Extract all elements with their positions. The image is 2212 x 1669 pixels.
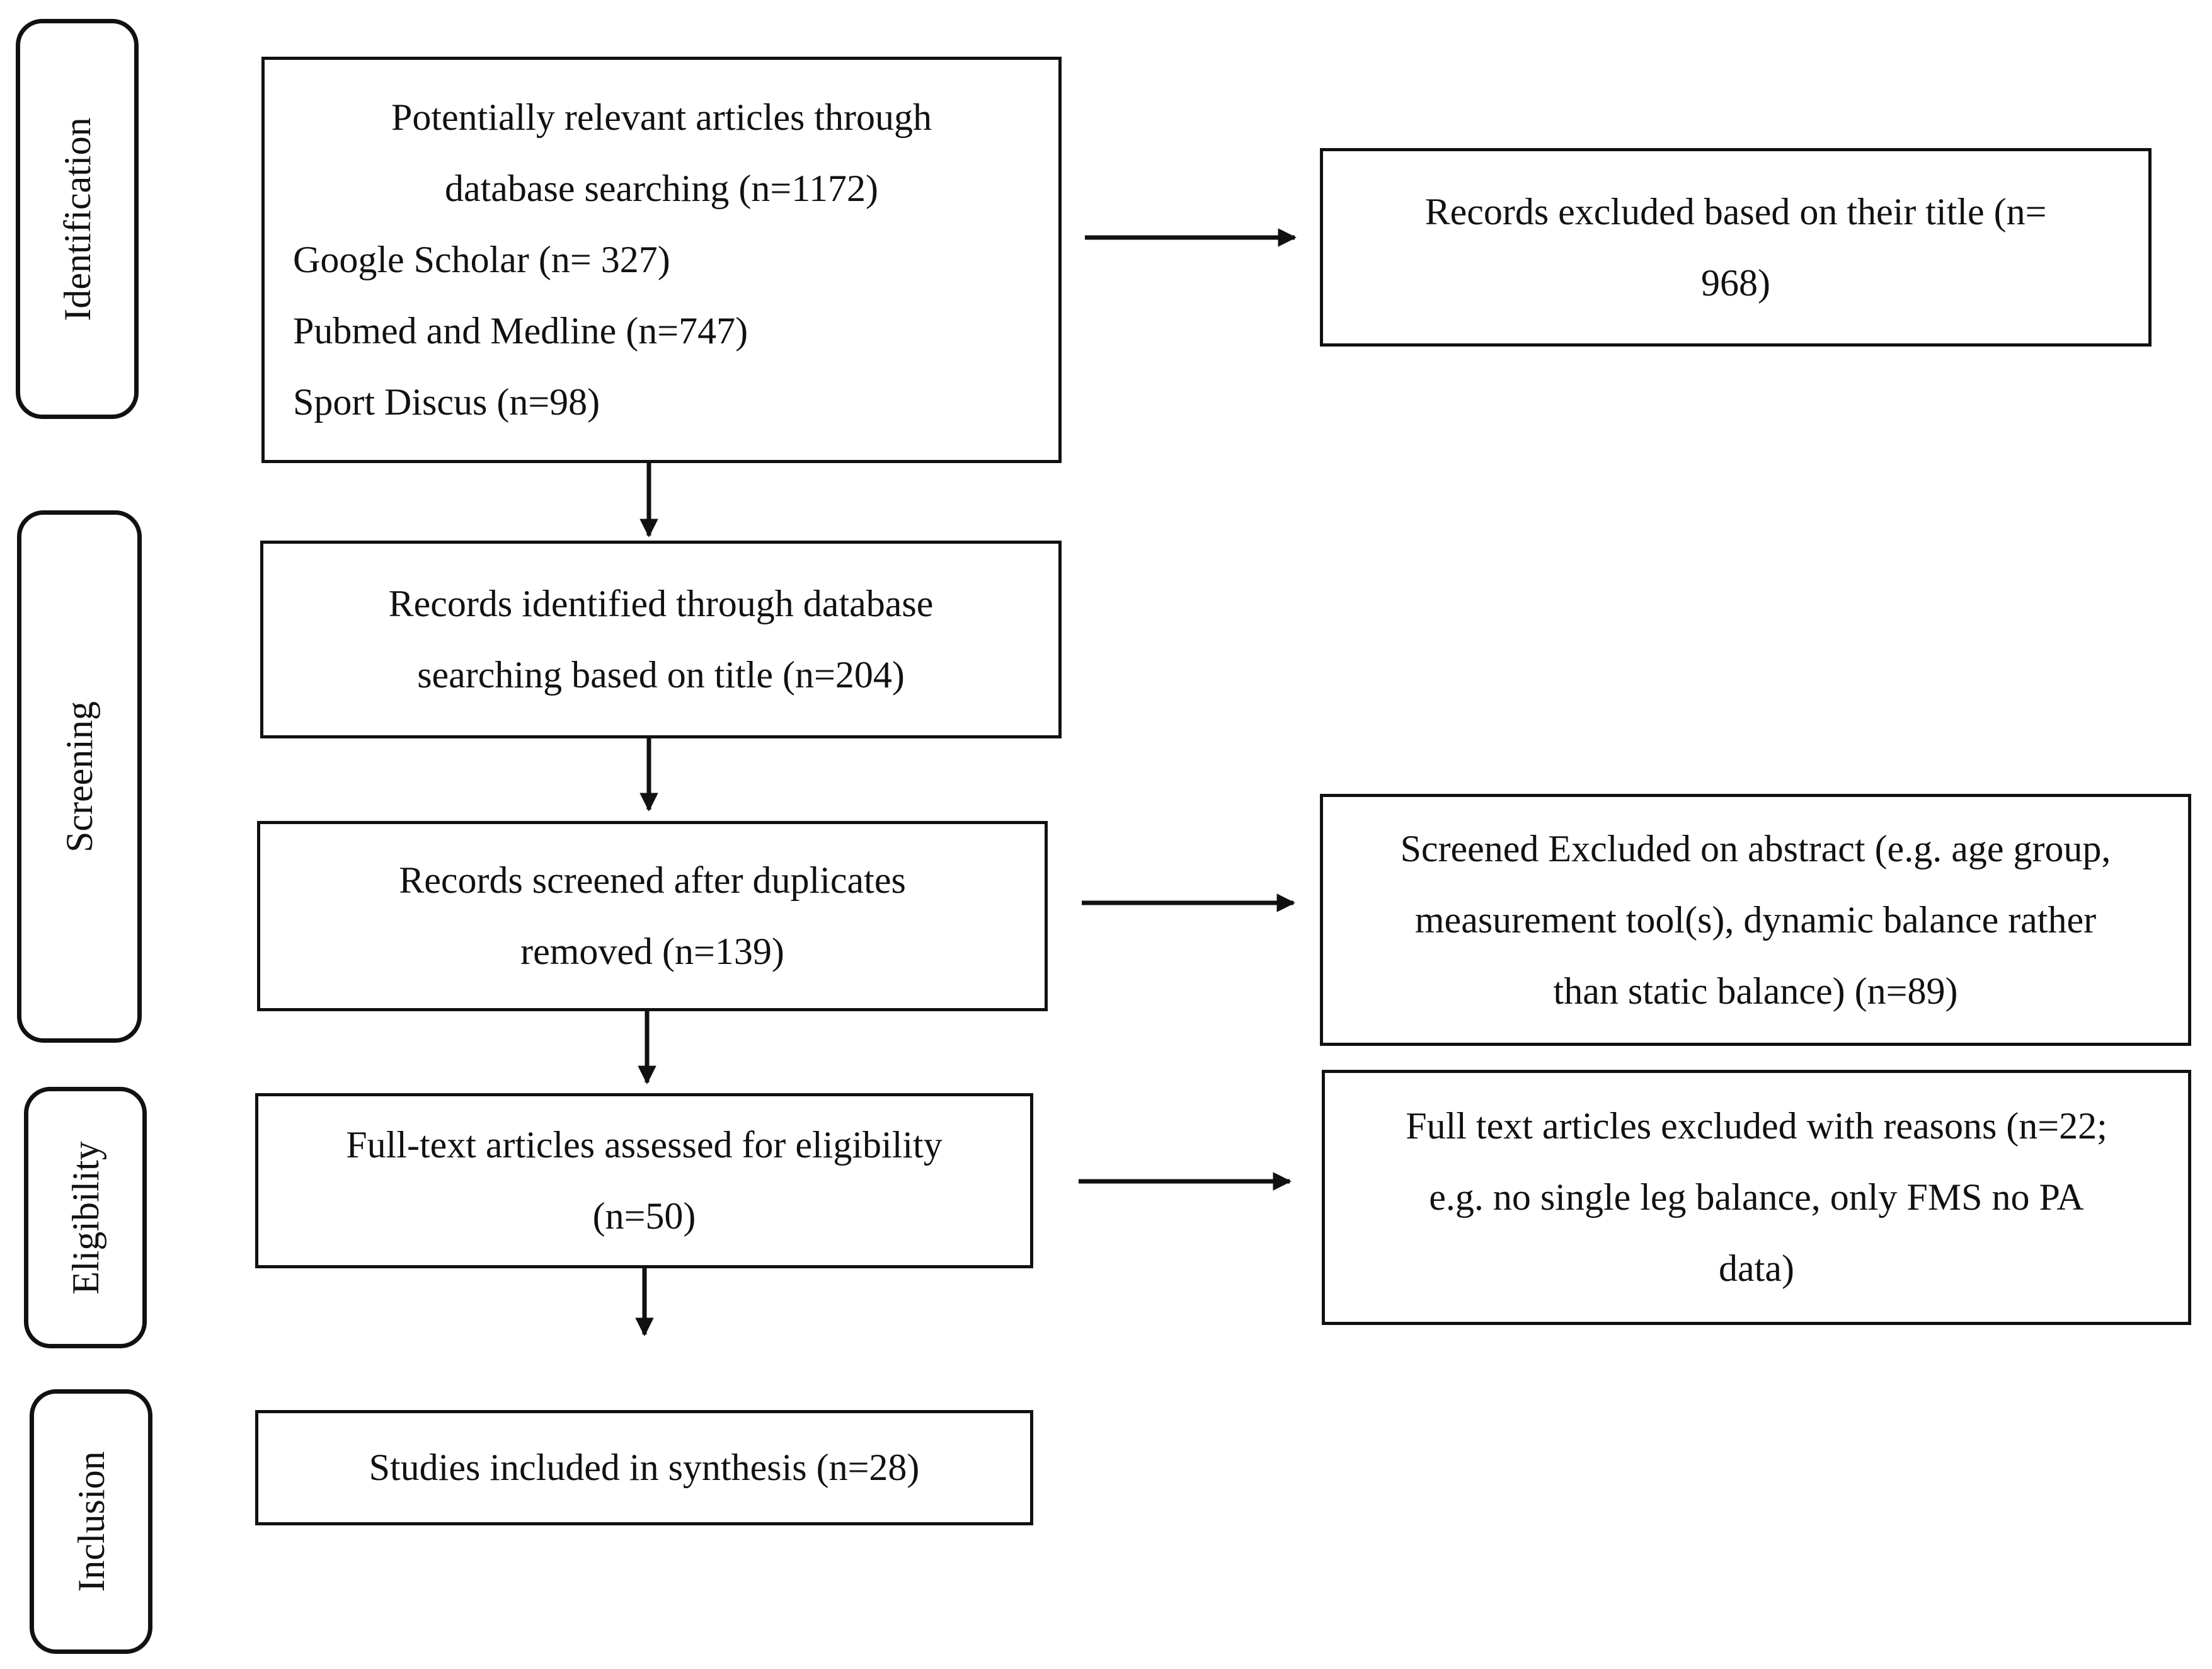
- box-identified-by-title-line-2: searching based on title (n=204): [417, 654, 905, 696]
- box-included-synthesis: Studies included in synthesis (n=28): [255, 1410, 1033, 1525]
- box-excluded-abstract-line-3: than static balance) (n=89): [1553, 970, 1958, 1012]
- box-fulltext-assessed-line-1: Full-text articles assessed for eligibil…: [346, 1124, 943, 1166]
- box-database-search-line-2: database searching (n=1172): [444, 168, 878, 209]
- box-fulltext-excluded: Full text articles excluded with reasons…: [1322, 1070, 2191, 1325]
- box-screened-after-duplicates-line-2: removed (n=139): [520, 931, 784, 972]
- box-database-search: Potentially relevant articles through da…: [261, 57, 1062, 463]
- box-fulltext-excluded-line-2: e.g. no single leg balance, only FMS no …: [1429, 1176, 2084, 1218]
- box-fulltext-excluded-line-1: Full text articles excluded with reasons…: [1406, 1105, 2107, 1147]
- box-identified-by-title-line-1: Records identified through database: [388, 583, 934, 624]
- box-database-search-pubmed-medline: Pubmed and Medline (n=747): [293, 310, 748, 352]
- box-excluded-title: Records excluded based on their title (n…: [1320, 148, 2152, 347]
- box-screened-after-duplicates-line-1: Records screened after duplicates: [399, 859, 906, 901]
- box-excluded-abstract-line-1: Screened Excluded on abstract (e.g. age …: [1400, 827, 2111, 869]
- box-database-search-google-scholar: Google Scholar (n= 327): [293, 239, 670, 280]
- box-excluded-title-line-1: Records excluded based on their title (n…: [1424, 190, 2047, 232]
- box-fulltext-assessed-line-2: (n=50): [592, 1195, 696, 1237]
- stage-eligibility: Eligibility: [24, 1087, 147, 1348]
- box-fulltext-assessed: Full-text articles assessed for eligibil…: [255, 1093, 1033, 1268]
- box-excluded-title-line-2: 968): [1701, 261, 1770, 304]
- stage-inclusion: Inclusion: [30, 1389, 152, 1654]
- box-identified-by-title: Records identified through database sear…: [260, 541, 1062, 738]
- stage-screening: Screening: [17, 510, 142, 1043]
- box-excluded-abstract: Screened Excluded on abstract (e.g. age …: [1320, 794, 2191, 1046]
- box-database-search-line-1: Potentially relevant articles through: [391, 96, 932, 138]
- box-included-synthesis-line-1: Studies included in synthesis (n=28): [369, 1447, 920, 1488]
- box-fulltext-excluded-line-3: data): [1719, 1247, 1794, 1289]
- box-excluded-abstract-line-2: measurement tool(s), dynamic balance rat…: [1414, 898, 2097, 941]
- box-database-search-sport-discus: Sport Discus (n=98): [293, 381, 600, 423]
- box-screened-after-duplicates: Records screened after duplicates remove…: [257, 821, 1048, 1011]
- stage-identification: Identification: [16, 19, 139, 419]
